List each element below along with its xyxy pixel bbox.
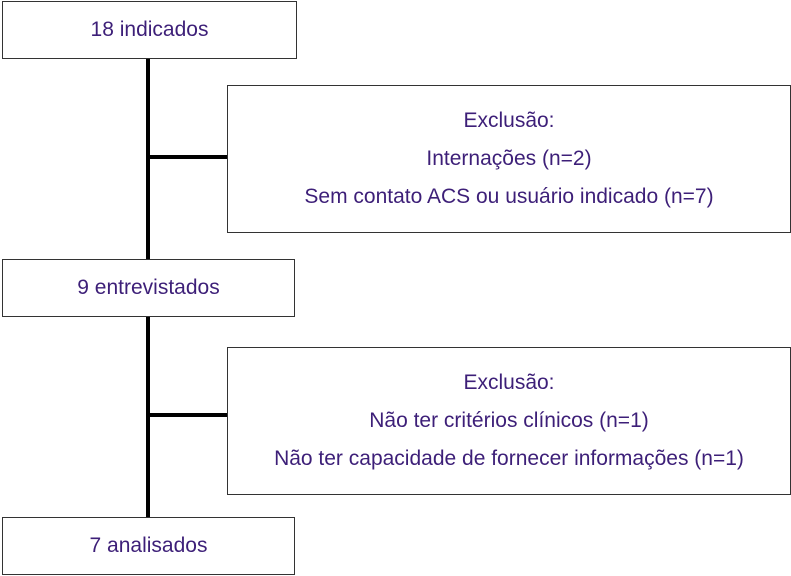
exclusion-1-title: Exclusão: <box>463 109 555 132</box>
exclusion-2-connector <box>146 413 228 417</box>
exclusion-box-1: Exclusão: Internações (n=2) Sem contato … <box>227 85 791 233</box>
step-label-analisados: 7 analisados <box>89 534 208 557</box>
exclusion-1-line-1: Internações (n=2) <box>426 147 592 170</box>
exclusion-1-connector <box>146 155 228 159</box>
step-label-indicados: 18 indicados <box>90 18 209 41</box>
exclusion-2-title: Exclusão: <box>463 371 555 394</box>
step-box-analisados: 7 analisados <box>2 517 295 575</box>
exclusion-2-line-2: Não ter capacidade de fornecer informaçõ… <box>274 447 744 470</box>
step-box-entrevistados: 9 entrevistados <box>2 259 295 317</box>
exclusion-1-line-2: Sem contato ACS ou usuário indicado (n=7… <box>304 185 714 208</box>
step-box-indicados: 18 indicados <box>2 1 297 59</box>
exclusion-box-2: Exclusão: Não ter critérios clínicos (n=… <box>227 347 791 495</box>
exclusion-2-line-1: Não ter critérios clínicos (n=1) <box>369 409 649 432</box>
step-label-entrevistados: 9 entrevistados <box>77 276 220 299</box>
